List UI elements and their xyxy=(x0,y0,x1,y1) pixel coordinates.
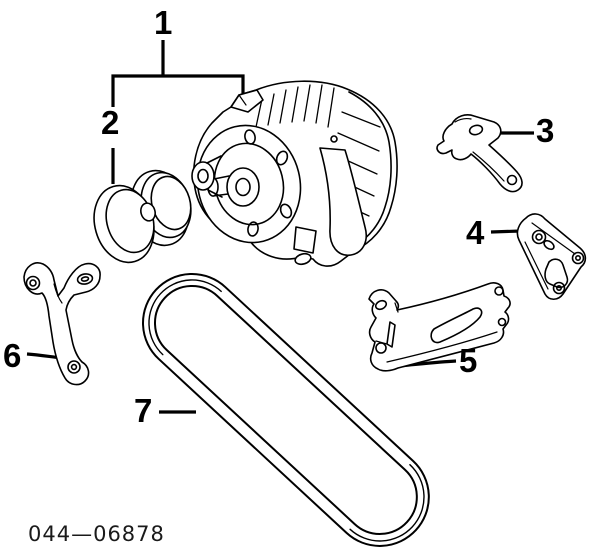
pulley-drawing xyxy=(93,169,192,264)
callout-label-5: 5 xyxy=(459,342,478,379)
alternator-drawing xyxy=(191,80,398,267)
diagram-part-code: 044—06878 xyxy=(28,522,165,546)
callout-label-4: 4 xyxy=(466,214,485,251)
callout-label-3: 3 xyxy=(536,112,555,149)
callout-4-leader-line xyxy=(490,229,522,234)
callout-label-6: 6 xyxy=(3,337,22,374)
bracket-6-drawing xyxy=(23,262,101,386)
callout-label-7: 7 xyxy=(134,392,153,429)
bracket-4-drawing xyxy=(516,213,587,301)
callout-1-bracket-line xyxy=(111,40,245,107)
drive-belt-drawing xyxy=(142,273,430,547)
bracket-3-drawing xyxy=(436,114,523,193)
bracket-5-drawing xyxy=(368,282,511,372)
callout-label-2: 2 xyxy=(101,104,120,141)
callout-label-1: 1 xyxy=(154,4,173,41)
